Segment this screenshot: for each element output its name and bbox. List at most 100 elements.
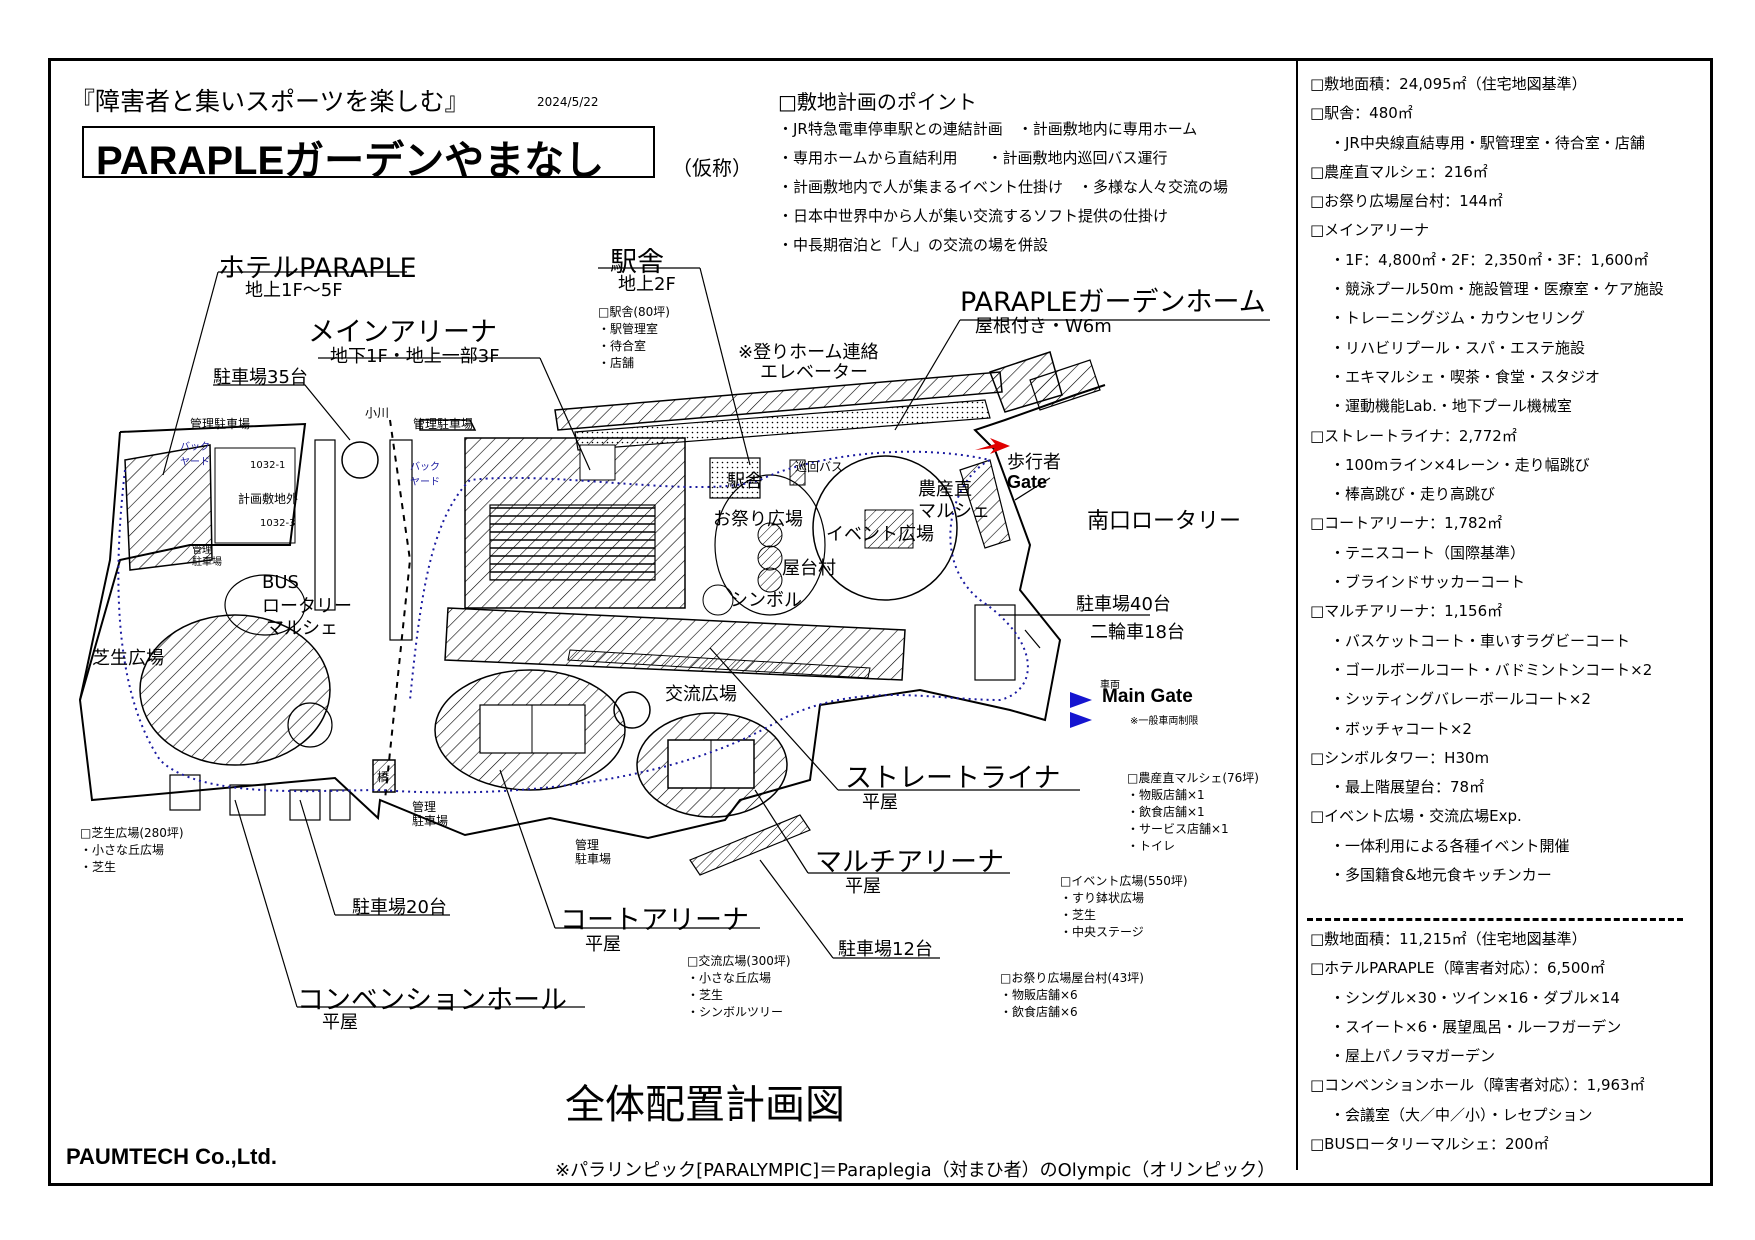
label-pedestrian: 歩行者 <box>1007 452 1061 473</box>
company-name: PAUMTECH Co.,Ltd. <box>66 1144 278 1169</box>
project-title: PARAPLEガーデンやまなし <box>96 139 605 183</box>
label-parking-20: 駐車場20台 <box>352 897 447 918</box>
farm-note: □農産直マルシェ(76坪) ・物販店舗×1 ・飲食店舗×1 ・サービス店舗×1 … <box>1127 771 1259 853</box>
label-bus-rotary: ロータリー <box>262 596 352 617</box>
label-main-arena: メインアリーナ <box>308 317 497 348</box>
label-elevator-2: エレベーター <box>760 362 868 383</box>
spec-line: □農産直マルシェ：216㎡ <box>1310 162 1488 181</box>
label-main-arena-floors: 地下1F・地上一部3F <box>330 346 500 367</box>
spec-line: ・ゴールボールコート・バドミントンコート×2 <box>1330 660 1653 679</box>
event-note: □イベント広場(550坪) ・すり鉢状広場 ・芝生 ・中央ステージ <box>1060 874 1188 939</box>
spec-line: ・会議室（大／中／小）・レセプション <box>1330 1105 1593 1124</box>
label-symbol: シンボル <box>730 590 802 611</box>
spec-line: □BUSロータリーマルシェ：200㎡ <box>1310 1135 1549 1154</box>
spec-line: □イベント広場・交流広場Exp. <box>1310 807 1522 826</box>
hotel <box>124 444 213 571</box>
label-straight-liner: ストレートライナ <box>845 763 1061 794</box>
leader-lines <box>162 267 1270 1008</box>
spec-line: ・1F：4,800㎡・2F：2,350㎡・3F：1,600㎡ <box>1330 250 1649 269</box>
label-outside-site: 計画敷地外 <box>238 492 299 506</box>
spec-line: ・シッティングバレーボールコート×2 <box>1330 690 1591 709</box>
spec-line: □コンベンションホール（障害者対応）：1,963㎡ <box>1310 1076 1645 1095</box>
main-gate-arrow-2 <box>1070 712 1092 728</box>
spec-line: ・屋上パノラマガーデン <box>1330 1047 1496 1066</box>
label-event: イベント広場 <box>826 524 934 545</box>
spec-line: □ストレートライナ：2,772㎡ <box>1310 426 1517 445</box>
label-parking-40: 駐車場40台 <box>1076 594 1171 615</box>
spec-line: ・ブラインドサッカーコート <box>1330 573 1526 592</box>
spec-line: ・JR中央線直結専用・駅管理室・待合室・店舗 <box>1330 133 1645 152</box>
label-gate: Gate <box>1007 472 1048 492</box>
title-box <box>82 126 655 178</box>
label-stalls: 屋台村 <box>782 558 836 579</box>
label-bus: BUS <box>262 572 299 593</box>
spec-line: ・トレーニングジム・カウンセリング <box>1330 309 1586 328</box>
label-station-floors: 地上2F <box>618 274 676 295</box>
lawn-note: □芝生広場(280坪) ・小さな丘広場 ・芝生 <box>80 826 184 874</box>
project-subtitle: 『障害者と集いスポーツを楽しむ』 <box>70 87 470 116</box>
points-heading: □敷地計画のポイント <box>778 90 977 114</box>
spec-line: ・最上階展望台：78㎡ <box>1330 778 1485 797</box>
label-station: 駅舎 <box>610 247 664 278</box>
label-lot-1032-3: 1032-3 <box>260 518 296 529</box>
specs-list: □敷地面積：24,095㎡（住宅地図基準）□駅舎：480㎡・JR中央線直結専用・… <box>1310 70 1700 890</box>
label-south-rotary: 南口ロータリー <box>1087 509 1242 534</box>
main-gate-arrow-1 <box>1070 692 1092 708</box>
spec-line: ・100mライン×4レーン・走り幅跳び <box>1330 455 1590 474</box>
point-item: ・中長期宿泊と「人」の交流の場を併設 <box>778 236 1049 254</box>
label-lawn: 芝生広場 <box>92 648 164 669</box>
farm-marche <box>959 459 1011 549</box>
specs-list-hotel: □敷地面積：11,215㎡（住宅地図基準） □ホテルPARAPLE（障害者対応）：… <box>1310 925 1700 1159</box>
spec-line: □お祭り広場屋台村：144㎡ <box>1310 192 1503 211</box>
label-festival: お祭り広場 <box>713 509 803 530</box>
label-bridge: 橋 <box>377 770 390 784</box>
label-straight-sub: 平屋 <box>862 792 898 813</box>
label-main-gate: Main Gate <box>1102 686 1193 707</box>
label-back-yard-right: バック ヤード <box>410 462 440 488</box>
label-bus-marche: マルシェ <box>266 618 338 639</box>
label-court-arena: コートアリーナ <box>560 905 749 936</box>
label-bikes: 二輪車18台 <box>1090 622 1185 643</box>
label-station-map: 駅舎 <box>727 471 763 492</box>
spec-line: □敷地面積：11,215㎡（住宅地図基準） <box>1310 930 1587 948</box>
spec-line: □ホテルPARAPLE（障害者対応）：6,500㎡ <box>1310 959 1605 978</box>
specs-separator <box>1307 918 1683 921</box>
spec-line: ・一体利用による各種イベント開催 <box>1330 836 1570 855</box>
spec-line: ・テニスコート（国際基準） <box>1330 543 1526 562</box>
festival-note: □お祭り広場屋台村(43坪) ・物販店舗×6 ・飲食店舗×6 <box>1000 971 1144 1019</box>
pedestrian-gate-arrow <box>975 438 1010 454</box>
label-kanri-left: 管理駐車場 <box>190 417 251 431</box>
label-back-yard-left: バック ヤード <box>180 442 210 468</box>
label-loop-bus: 巡回バス <box>795 460 844 474</box>
label-kanri-mid: 管理駐車場 <box>413 417 474 431</box>
event-plaza <box>812 455 958 601</box>
point-item: ・専用ホームから直結利用 ・計画敷地内巡回バス運行 <box>778 149 1168 167</box>
spec-line: □シンボルタワー：H30m <box>1310 748 1490 767</box>
label-lot-1032-1: 1032-1 <box>250 460 286 471</box>
label-convention: コンベンションホール <box>297 985 567 1016</box>
label-court-sub: 平屋 <box>585 934 621 955</box>
label-parking-35: 駐車場35台 <box>213 367 308 388</box>
drawing-frame <box>48 58 1713 1186</box>
straight-liner <box>444 607 906 681</box>
tentative-note: （仮称） <box>672 156 752 180</box>
festival-plaza <box>714 474 826 616</box>
label-kanri-a: 管理 駐車場 <box>412 800 449 828</box>
spec-line: ・リハビリプール・スパ・エステ施設 <box>1330 338 1586 357</box>
lawn-plaza <box>139 614 331 766</box>
point-item: ・日本中世界中から人が集い交流するソフト提供の仕掛け <box>778 207 1169 225</box>
site-plan <box>78 267 1270 1008</box>
label-multi-sub: 平屋 <box>845 876 881 897</box>
footnote: ※パラリンピック[PARALYMPIC]＝Paraplegia（対まひ者）のOl… <box>555 1160 1276 1181</box>
point-item: ・JR特急電車停車駅との連結計画 ・計画敷地内に専用ホーム <box>778 120 1198 138</box>
spec-line: □敷地面積：24,095㎡（住宅地図基準） <box>1310 75 1587 93</box>
spec-line: ・競泳プール50m・施設管理・医療室・ケア施設 <box>1330 280 1664 299</box>
point-item: ・計画敷地内で人が集まるイベント仕掛け ・多様な人々交流の場 <box>778 178 1229 196</box>
spec-line: ・シングル×30・ツイン×16・ダブル×14 <box>1330 988 1620 1007</box>
spec-line: □コートアリーナ：1,782㎡ <box>1310 514 1503 533</box>
label-farm-2: マルシェ <box>918 501 990 522</box>
spec-line: ・バスケットコート・車いすラグビーコート <box>1330 631 1631 650</box>
label-multi-arena: マルチアリーナ <box>815 847 1004 878</box>
label-ogawa: 小川 <box>365 406 390 420</box>
river <box>384 419 412 801</box>
